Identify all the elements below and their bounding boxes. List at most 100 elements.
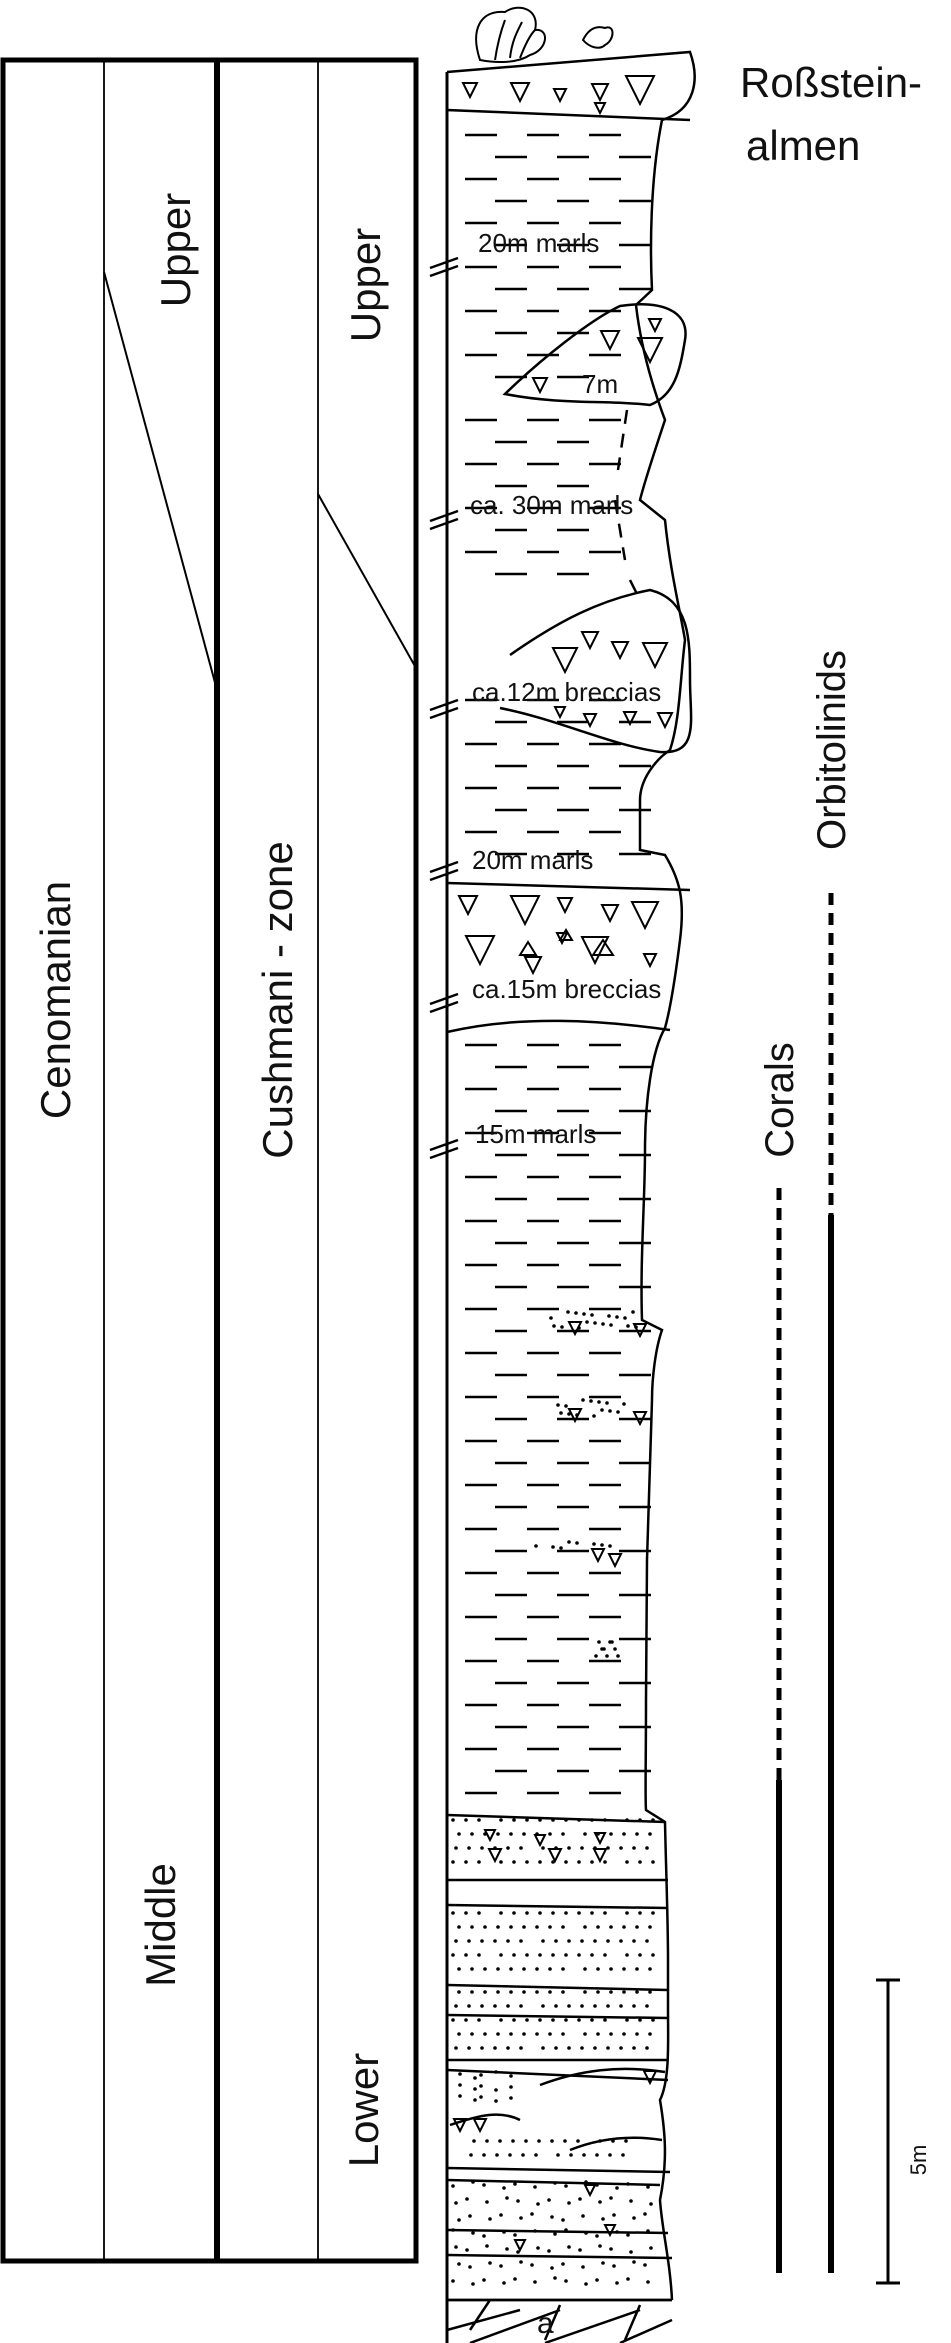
sand-grain xyxy=(488,2261,492,2265)
sand-grain xyxy=(480,1846,484,1850)
sand-grain xyxy=(509,2074,513,2078)
sand-grain xyxy=(533,2185,537,2189)
breccia-clast xyxy=(593,102,607,116)
sand-grain xyxy=(577,1860,581,1864)
gap-symbol xyxy=(429,860,459,882)
sand-grain xyxy=(622,1402,626,1406)
breccia-clast xyxy=(583,2184,597,2198)
sand-grain xyxy=(582,2153,586,2157)
sand-grain xyxy=(534,2153,538,2157)
chronostratigraphy-table xyxy=(0,57,419,2264)
sand-grain xyxy=(580,2046,584,2050)
sand-grain xyxy=(538,1818,542,1822)
section-name-line1: Roßstein- xyxy=(740,59,922,106)
sand-grain xyxy=(603,1911,607,1915)
sand-grain xyxy=(598,2244,602,2248)
sand-grain xyxy=(519,2216,523,2220)
sand-grain xyxy=(499,1818,503,1822)
sand-pattern xyxy=(451,1310,655,2286)
sand-grain xyxy=(615,2186,619,2190)
breccia-clast xyxy=(523,956,543,976)
sand-grain xyxy=(511,2139,515,2143)
sand-grain xyxy=(584,2231,588,2235)
sand-grain xyxy=(470,1967,474,1971)
sand-grain xyxy=(583,1925,587,1929)
sand-grain xyxy=(451,2228,455,2232)
sand-grain xyxy=(609,1323,613,1327)
sand-grain xyxy=(485,2139,489,2143)
sand-grain xyxy=(499,1860,503,1864)
sand-grain xyxy=(496,1967,500,1971)
sand-grain xyxy=(615,2230,619,2234)
sand-grain xyxy=(512,2018,516,2022)
sand-grain xyxy=(548,1967,552,1971)
sand-grain xyxy=(606,2046,610,2050)
sand-grain xyxy=(512,1911,516,1915)
sand-grain xyxy=(635,1925,639,1929)
sand-grain xyxy=(454,1846,458,1850)
sand-grain xyxy=(457,1925,461,1929)
sand-grain xyxy=(626,2277,630,2281)
sand-grain xyxy=(496,2032,500,2036)
sand-grain xyxy=(609,2196,613,2200)
sand-grain xyxy=(467,1939,471,1943)
breccia-clast xyxy=(555,932,569,946)
sand-grain xyxy=(578,2197,582,2201)
sand-grain xyxy=(651,1860,655,1864)
sand-grain xyxy=(468,2265,472,2269)
thickness-label-6: ca.15m breccias xyxy=(472,974,661,1004)
sand-grain xyxy=(522,1990,526,1994)
sand-grain xyxy=(632,2004,636,2008)
sand-grain xyxy=(561,2262,565,2266)
sand-grain xyxy=(560,1325,564,1329)
sand-grain xyxy=(600,1408,604,1412)
sand-grain xyxy=(553,2232,557,2236)
sand-grain xyxy=(567,2245,571,2249)
sand-grain xyxy=(464,2018,468,2022)
sand-grain xyxy=(596,1990,600,1994)
lens-connector xyxy=(613,409,642,601)
sand-grain xyxy=(616,1654,620,1658)
sand-grain xyxy=(648,1967,652,1971)
sand-grain xyxy=(458,2083,462,2087)
sand-grain xyxy=(477,1818,481,1822)
sand-grain xyxy=(610,1640,614,1644)
sand-grain xyxy=(477,1953,481,1957)
sand-grain xyxy=(535,2032,539,2036)
breccia-clast xyxy=(518,940,538,956)
sand-grain xyxy=(480,2004,484,2008)
sand-grain xyxy=(537,2139,541,2143)
sand-grain xyxy=(584,2282,588,2286)
sand-grain xyxy=(643,2263,647,2267)
sand-grain xyxy=(635,1990,639,1994)
sand-grain xyxy=(632,1939,636,1943)
sand-grain xyxy=(646,2185,650,2189)
sand-grain xyxy=(649,2246,653,2250)
section-gap-symbols xyxy=(429,256,459,1160)
sand-grain xyxy=(554,1846,558,1850)
thickness-label-3: ca. 30m marls xyxy=(470,490,633,520)
sand-grain xyxy=(496,1832,500,1836)
sand-grain xyxy=(525,1953,529,1957)
breccia-clast xyxy=(472,2118,488,2134)
sand-grain xyxy=(632,2046,636,2050)
sand-grain xyxy=(483,1967,487,1971)
sand-grain xyxy=(645,1846,649,1850)
sand-grain xyxy=(574,1311,578,1315)
thickness-labels: 20m marls 7m ca. 30m marls ca.12m brecci… xyxy=(470,228,661,1149)
sand-grain xyxy=(549,1316,553,1320)
sand-grain xyxy=(646,2280,650,2284)
sand-grain xyxy=(479,2084,483,2088)
thickness-label-1: 20m marls xyxy=(478,228,599,258)
sand-grain xyxy=(551,1545,555,1549)
sand-grain xyxy=(638,2018,642,2022)
sand-grain xyxy=(499,1953,503,1957)
sand-grain xyxy=(622,2032,626,2036)
breccia-clast xyxy=(600,904,620,924)
stage-middle-label: Middle xyxy=(137,1863,184,1987)
sand-grain xyxy=(594,1654,598,1658)
sand-grain xyxy=(590,2018,594,2022)
sand-grain xyxy=(590,1953,594,1957)
sand-grain xyxy=(499,2213,503,2217)
sand-grain xyxy=(469,2153,473,2157)
